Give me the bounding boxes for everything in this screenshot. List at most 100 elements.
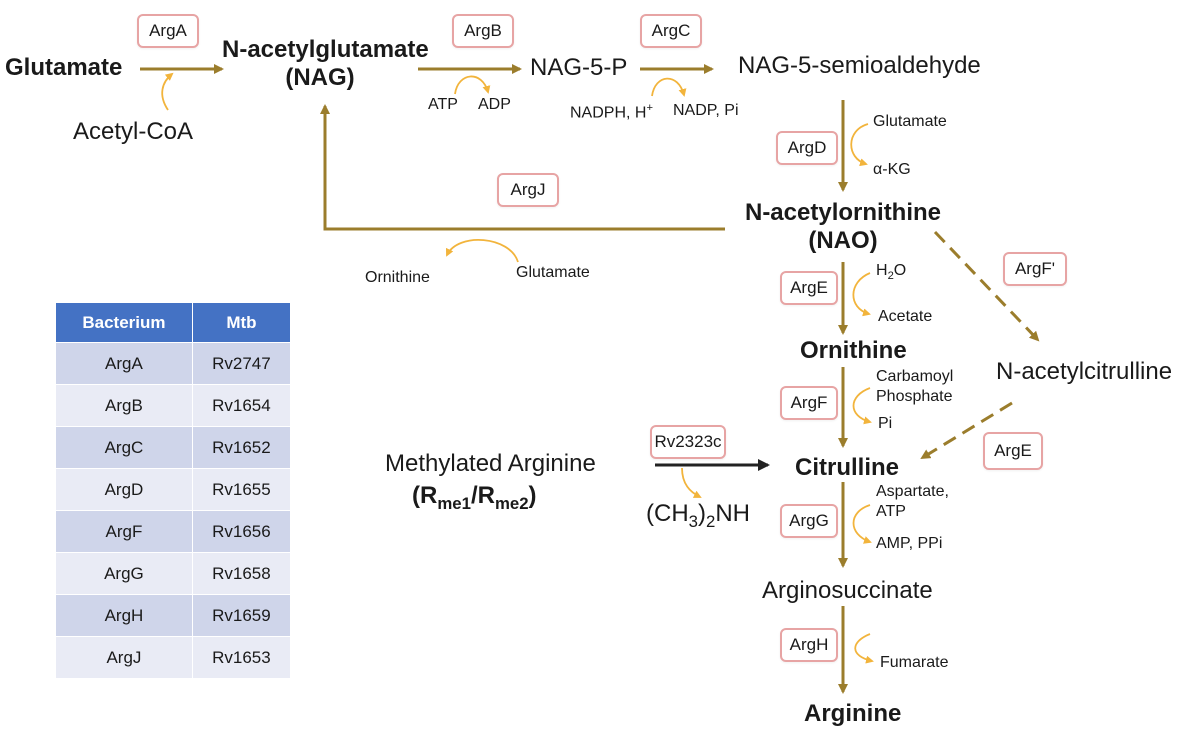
cofactor-nadp-pi: NADP, Pi <box>673 102 739 119</box>
cofactor-atp: ATP <box>428 96 458 113</box>
dma-sub: 3 <box>688 511 698 531</box>
table-cell: ArgG <box>56 552 193 595</box>
cofactor-aspartate: Aspartate, <box>876 483 949 500</box>
cofactor-carbamoyl: Carbamoyl <box>876 368 954 385</box>
metabolite-arginine: Arginine <box>804 700 902 727</box>
arrow-nao-to-n-acetylcitrulline <box>933 230 1040 342</box>
table-cell: ArgJ <box>56 636 193 678</box>
enzyme-argc: ArgC <box>640 14 702 48</box>
arrow-nao-to-nag-argj <box>320 104 725 231</box>
cofactor-arrow-glutamate-akg <box>850 123 869 167</box>
metabolite-rme-notation: (Rme1/Rme2) <box>412 482 537 513</box>
table-header-mtb: Mtb <box>192 303 292 343</box>
cofactor-glutamate-argd: Glutamate <box>873 113 947 130</box>
cofactor-h2o-sub: 2 <box>887 270 894 283</box>
cofactor-atp-argg: ATP <box>876 503 906 520</box>
cofactor-arrow-h2o-acetate <box>852 272 871 317</box>
cofactor-arrow-atp-adp <box>454 75 491 95</box>
table-cell: Rv1654 <box>192 384 292 427</box>
enzyme-argb: ArgB <box>452 14 514 48</box>
table-cell: ArgA <box>56 342 193 385</box>
table-cell: ArgF <box>56 510 193 553</box>
cofactor-nadph: NADPH, H+ <box>570 102 653 123</box>
metabolite-nag-5-semioaldehyde: NAG-5-semioaldehyde <box>738 52 981 79</box>
metabolite-acetyl-coa: Acetyl-CoA <box>73 118 194 145</box>
dma-post: ) <box>698 500 706 527</box>
cofactor-ornithine-argj: Ornithine <box>365 269 430 286</box>
cofactor-pi: Pi <box>878 415 893 432</box>
metabolite-nag-5-p: NAG-5-P <box>530 54 628 81</box>
table-cell: ArgH <box>56 594 193 637</box>
table-cell: ArgC <box>56 426 193 469</box>
enzyme-argd: ArgD <box>776 131 838 165</box>
cofactor-acetate: Acetate <box>878 308 933 325</box>
cofactor-fumarate: Fumarate <box>880 654 949 671</box>
cofactor-arrow-aspartate-amp <box>852 504 872 544</box>
cofactor-arrow-nadph <box>651 77 687 97</box>
enzyme-rv2323c: Rv2323c <box>650 425 726 459</box>
cofactor-dimethylamine: (CH3)2NH <box>646 500 750 531</box>
cofactor-h2o-h: H <box>876 262 888 279</box>
table-cell: Rv1658 <box>192 552 292 595</box>
table-cell: Rv1656 <box>192 510 292 553</box>
enzyme-argf-prime: ArgF' <box>1003 252 1067 286</box>
metabolite-nag: N-acetylglutamate (NAG) <box>222 36 429 91</box>
rme1-sub: me1 <box>437 493 471 513</box>
cofactor-nadph-sup: + <box>646 102 653 114</box>
cofactor-amp-ppi: AMP, PPi <box>876 535 943 552</box>
cofactor-phosphate: Phosphate <box>876 388 953 405</box>
metabolite-nao-line1: N-acetylornithine <box>744 199 942 226</box>
cofactor-arrow-dimethylamine <box>681 467 702 498</box>
rme1: R <box>420 482 438 509</box>
table-header-bacterium: Bacterium <box>56 303 193 343</box>
cofactor-h2o-o: O <box>893 262 907 279</box>
table-cell: Rv1655 <box>192 468 292 511</box>
enzyme-argf: ArgF <box>780 386 838 420</box>
enzyme-arge-alt: ArgE <box>983 432 1043 470</box>
dma-end: NH <box>715 500 751 527</box>
metabolite-nag-line1: N-acetylglutamate <box>222 36 429 63</box>
enzyme-argh: ArgH <box>780 628 838 662</box>
dma-pre: (CH <box>646 500 689 527</box>
rme2-sub: me2 <box>494 493 529 513</box>
table-cell: ArgD <box>56 468 193 511</box>
cofactor-glutamate-argj: Glutamate <box>516 264 590 281</box>
metabolite-n-acetylcitrulline: N-acetylcitrulline <box>996 358 1173 385</box>
metabolite-ornithine: Ornithine <box>800 337 907 364</box>
cofactor-adp: ADP <box>478 96 511 113</box>
metabolite-arginosuccinate: Arginosuccinate <box>762 577 933 604</box>
table-header-row: Bacterium Mtb <box>56 303 292 343</box>
rme-close: ) <box>528 482 537 509</box>
metabolite-methylated-arginine: Methylated Arginine <box>385 450 596 477</box>
metabolite-nag-line2: (NAG) <box>285 63 355 91</box>
cofactor-arrow-acetyl-coa <box>161 72 174 111</box>
rme-open: ( <box>412 482 420 509</box>
rme-slash: / <box>470 482 478 509</box>
cofactor-arrow-carbamoyl-pi <box>852 387 872 425</box>
cofactor-nadph-text: NADPH, H <box>570 104 647 122</box>
enzyme-argg: ArgG <box>780 504 838 538</box>
metabolite-nao: N-acetylornithine (NAO) <box>728 199 958 254</box>
table-cell: Rv2747 <box>192 342 292 385</box>
enzyme-arga: ArgA <box>137 14 199 48</box>
enzyme-arge: ArgE <box>780 271 838 305</box>
rme2: R <box>477 482 495 509</box>
table-cell: Rv1652 <box>192 426 292 469</box>
metabolite-glutamate: Glutamate <box>5 54 123 81</box>
table-cell: ArgB <box>56 384 193 427</box>
cofactor-arrow-fumarate <box>854 633 874 664</box>
enzyme-argj: ArgJ <box>497 173 559 207</box>
cofactor-h2o: H2O <box>876 262 906 283</box>
cofactor-alpha-kg: α-KG <box>873 161 911 178</box>
